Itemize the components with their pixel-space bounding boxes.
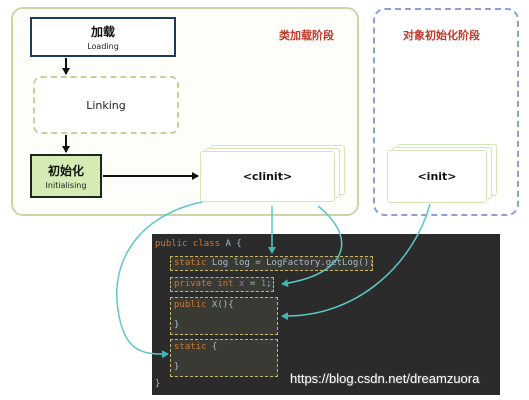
linking-box: Linking	[33, 76, 179, 134]
class-loading-stage-title: 类加载阶段	[279, 29, 334, 42]
connector-init-to-constructor	[281, 203, 431, 321]
code-static-block-brace: {	[206, 342, 218, 352]
code-assign: =	[244, 279, 261, 289]
loading-title-cn: 加载	[90, 25, 115, 39]
code-public-keyword: public	[174, 300, 207, 310]
code-static-log-rest: Log log = LogFactory.getLog();	[206, 258, 375, 268]
code-class-close-brace: }	[155, 379, 161, 389]
private-field-box	[170, 277, 274, 292]
object-init-stage-title: 对象初始化阶段	[403, 29, 480, 42]
code-line-class-decl: public class A {	[155, 239, 242, 249]
loading-box: 加载 Loading	[30, 17, 176, 57]
clinit-label: <clinit>	[242, 170, 293, 183]
static-field-box	[170, 256, 373, 271]
initialising-title-en: Initialising	[45, 181, 87, 190]
init-card-stack: <init>	[387, 144, 497, 206]
code-number-one: 1	[260, 279, 267, 289]
code-ctor-brace: }	[174, 320, 180, 330]
init-card: <init>	[387, 150, 487, 203]
code-line-class-close: }	[155, 379, 160, 389]
code-line-ctor: public X(){	[174, 300, 234, 310]
code-static-keyword: static	[174, 258, 207, 268]
loading-title-en: Loading	[87, 42, 119, 51]
code-field-x: x	[233, 279, 245, 289]
clinit-card-stack: <clinit>	[200, 145, 345, 205]
clinit-card: <clinit>	[200, 151, 335, 202]
watermark: https://blog.csdn.net/dreamzuora	[290, 371, 480, 386]
code-line-ctor-close: }	[174, 320, 179, 330]
code-line-private-field: private int x = 1;	[174, 279, 272, 289]
code-static-block-keyword: static	[174, 342, 207, 352]
static-block-box	[170, 339, 278, 377]
code-line-static-log: static Log log = LogFactory.getLog();	[174, 258, 375, 268]
code-line-static-block-close: }	[174, 362, 179, 372]
initialising-title-cn: 初始化	[47, 164, 84, 178]
code-panel: public class A { static Log log = LogFac…	[152, 234, 500, 395]
code-class-keyword: public class	[155, 239, 221, 249]
code-ctor-rest: X(){	[206, 300, 234, 310]
code-line-static-block: static {	[174, 342, 217, 352]
code-class-name: A {	[220, 239, 242, 249]
connector-clinit-to-private-field	[281, 205, 343, 288]
initialising-box: 初始化 Initialising	[30, 154, 102, 198]
code-private-keyword: private int	[174, 279, 234, 289]
code-static-close-brace: }	[174, 362, 180, 372]
constructor-box	[170, 297, 278, 335]
init-label: <init>	[417, 170, 457, 183]
linking-title: Linking	[86, 98, 126, 112]
code-semicolon: ;	[266, 279, 272, 289]
connector-clinit-to-static-block	[116, 201, 203, 359]
